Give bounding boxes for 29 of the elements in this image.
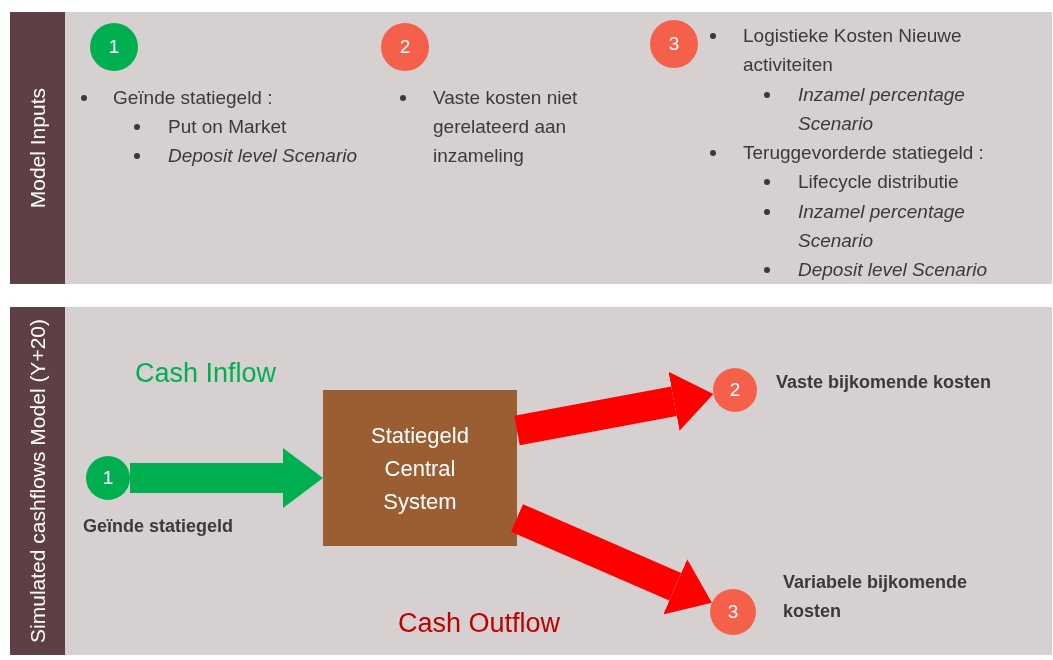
- bullet-text: Inzamel percentage Scenario: [798, 83, 966, 136]
- block-arrow: [514, 371, 714, 446]
- number-circle: 1: [86, 456, 130, 500]
- process-box: Statiegeld Central System: [323, 390, 517, 546]
- bullet-text: Geïnde statiegeld :: [113, 86, 274, 110]
- bullet-text: Teruggevorderde statiegeld :: [743, 141, 985, 165]
- sidebar-heading: Simulated cashflows Model (Y+20): [10, 307, 65, 655]
- node-caption: Geïnde statiegeld: [83, 515, 235, 538]
- panel: [10, 307, 1052, 655]
- bullet-text: Vaste kosten niet gerelateerd aan inzameling: [433, 86, 579, 168]
- bullet-text: Inzamel percentage Scenario: [798, 200, 966, 253]
- number-circle: 3: [650, 20, 698, 68]
- number-circle: 2: [713, 368, 757, 412]
- bullet-text: Logistieke Kosten Nieuwe activiteiten: [743, 24, 963, 77]
- bullet-text: Put on Market: [168, 115, 288, 139]
- sidebar-heading: Model Inputs: [10, 12, 65, 284]
- block-arrow: [130, 448, 323, 508]
- number-circle: 1: [90, 23, 138, 71]
- bullet-text: Deposit level Scenario: [798, 258, 989, 282]
- node-caption: Variabele bijkomende kosten: [783, 571, 969, 623]
- bullet-text: Lifecycle distributie: [798, 170, 960, 194]
- number-circle: 2: [381, 23, 429, 71]
- flow-title: Cash Inflow: [135, 357, 278, 390]
- block-arrow: [511, 504, 712, 615]
- flow-title: Cash Outflow: [398, 607, 562, 640]
- number-circle: 3: [710, 589, 756, 635]
- node-caption: Vaste bijkomende kosten: [776, 371, 993, 394]
- panel: [10, 12, 1052, 284]
- bullet-text: Deposit level Scenario: [168, 144, 359, 168]
